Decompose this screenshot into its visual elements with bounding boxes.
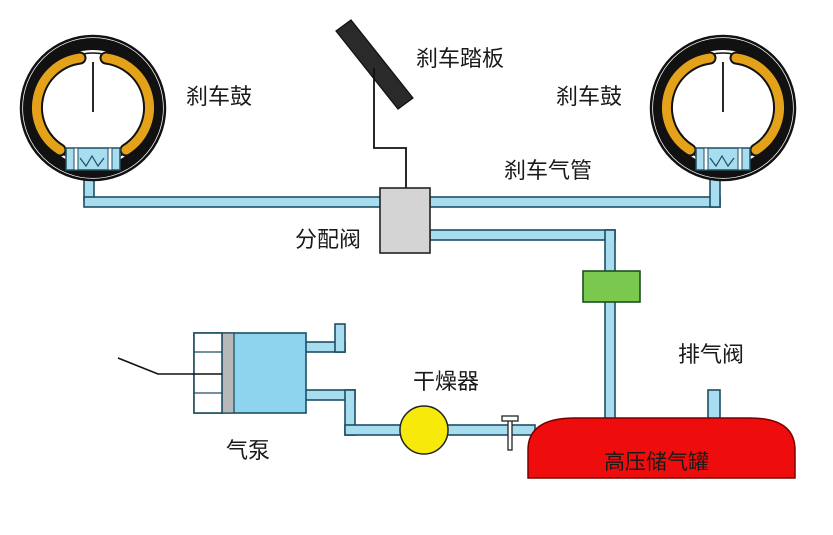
label-pedal: 刹车踏板	[416, 47, 505, 72]
distribution-valve	[379, 187, 431, 254]
valve-to-tank-line-h	[429, 229, 616, 241]
label-distribution-valve: 分配阀	[295, 228, 362, 253]
drain-tap	[501, 415, 519, 451]
pump-drive-rod	[117, 357, 222, 375]
left-brake-line	[83, 196, 385, 208]
air-tank	[527, 417, 796, 479]
label-drum-right: 刹车鼓	[556, 85, 623, 110]
left-drum-actuator	[65, 147, 121, 171]
pedal-linkage	[373, 68, 407, 190]
dryer	[399, 405, 449, 455]
pump-piston	[221, 332, 235, 414]
pedal-arm	[335, 19, 414, 110]
exhaust-valve-stub	[707, 389, 721, 421]
label-drum-left: 刹车鼓	[186, 85, 253, 110]
right-brake-line	[429, 196, 721, 208]
check-valve	[582, 270, 641, 303]
right-brake-drum	[649, 34, 797, 182]
label-tank: 高压储气罐	[604, 450, 709, 474]
valve-to-tank-line-v	[604, 229, 616, 421]
label-brake-line: 刹车气管	[504, 159, 593, 184]
label-dryer: 干燥器	[413, 370, 480, 395]
brake-pedal	[335, 19, 414, 190]
label-pump: 气泵	[226, 439, 271, 464]
pump-head	[193, 332, 223, 414]
label-exhaust-valve: 排气阀	[678, 343, 745, 368]
right-drum-actuator	[695, 147, 751, 171]
pump-intake-line-v	[334, 323, 346, 353]
air-pump	[117, 332, 307, 414]
left-brake-drum	[19, 34, 167, 182]
